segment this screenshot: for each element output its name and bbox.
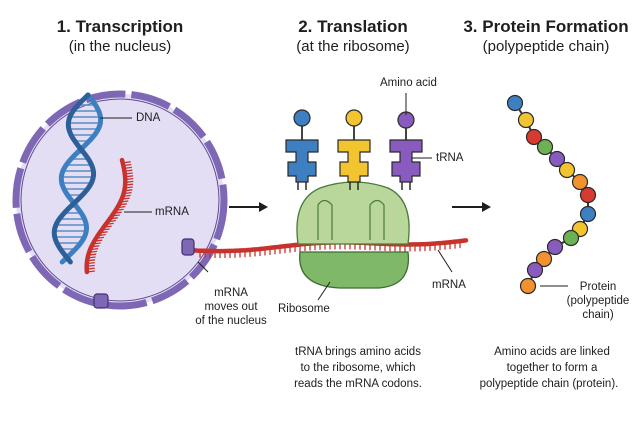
dna-strand-b [51, 92, 97, 265]
label-amino-acid: Amino acid [380, 77, 437, 89]
caption-protein-3: polypeptide chain (protein). [479, 378, 619, 390]
caption-translation-1: tRNA brings amino acids [295, 346, 421, 358]
stage-arrow-2 [452, 202, 491, 212]
section-subtitle-translation: (at the ribosome) [296, 38, 410, 55]
protein-amino-acid-green [536, 138, 554, 156]
stage-arrow-1 [229, 202, 268, 212]
ribosome-tunnel-right [369, 199, 385, 240]
dna-helix [51, 92, 104, 265]
ribosome-tunnel-left [317, 199, 333, 240]
section-subtitle-transcription: (in the nucleus) [68, 38, 172, 55]
mrna-backbone [84, 157, 128, 275]
protein-amino-acid-purple [526, 261, 544, 279]
label-mrna-nucleus: mRNA [155, 206, 189, 218]
amino-acid-blue [293, 109, 311, 127]
trna-body [337, 139, 371, 183]
caption-translation-3: reads the mRNA codons. [294, 378, 422, 390]
protein-chain [506, 94, 597, 295]
caption-translation-2: to the ribosome, which [300, 362, 416, 374]
dna-strand-a [58, 92, 104, 265]
trna-yellow [337, 109, 371, 190]
protein-amino-acid-blue [579, 205, 597, 223]
leader-lines [100, 93, 568, 301]
ribosome-small-subunit [299, 251, 410, 289]
protein-amino-acid-red [525, 128, 543, 146]
protein-amino-acid-purple [546, 238, 564, 256]
section-title-transcription: 1. Transcription [56, 17, 184, 36]
protein-amino-acid-green [562, 229, 580, 247]
label-mrna-out-1: mRNA [214, 287, 248, 299]
caption-protein-1: Amino acids are linked [494, 346, 610, 358]
ribosome-large-subunit [296, 181, 410, 245]
protein-amino-acid-purple [548, 150, 566, 168]
nucleus-inner-edge [20, 98, 220, 302]
nuclear-pore-exit [181, 238, 195, 256]
trna-purple [389, 111, 423, 190]
protein-amino-acid-blue [506, 94, 524, 112]
protein-amino-acid-orange [535, 250, 553, 268]
trna-blue [285, 109, 319, 190]
protein-amino-acid-red [579, 186, 597, 204]
protein-amino-acid-yellow [517, 111, 535, 129]
label-mrna-out-2: moves out [204, 301, 258, 313]
trna-body [389, 139, 423, 183]
protein-amino-acid-yellow [558, 161, 576, 179]
label-mrna-out-3: of the nucleus [195, 315, 267, 327]
ribosome [296, 181, 410, 289]
protein-amino-acid-orange [519, 277, 537, 295]
label-ribosome: Ribosome [278, 303, 330, 315]
caption-protein-2: together to form a [506, 362, 598, 374]
trna-group [285, 109, 423, 190]
label-protein-1: Protein [579, 281, 617, 293]
amino-acid-yellow [345, 109, 363, 127]
trna-body [285, 139, 319, 183]
section-title-translation: 2. Translation [298, 17, 408, 36]
label-dna: DNA [136, 112, 161, 124]
nuclear-pore [93, 293, 109, 309]
label-protein-3: chain) [582, 309, 614, 321]
label-trna: tRNA [436, 152, 464, 164]
section-subtitle-protein-formation: (polypeptide chain) [482, 38, 610, 55]
label-protein-2: (polypeptide [566, 295, 630, 307]
label-mrna-strand: mRNA [432, 279, 466, 291]
mrna-in-nucleus [84, 157, 134, 275]
protein-amino-acid-orange [571, 173, 589, 191]
section-title-protein-formation: 3. Protein Formation [463, 17, 629, 36]
